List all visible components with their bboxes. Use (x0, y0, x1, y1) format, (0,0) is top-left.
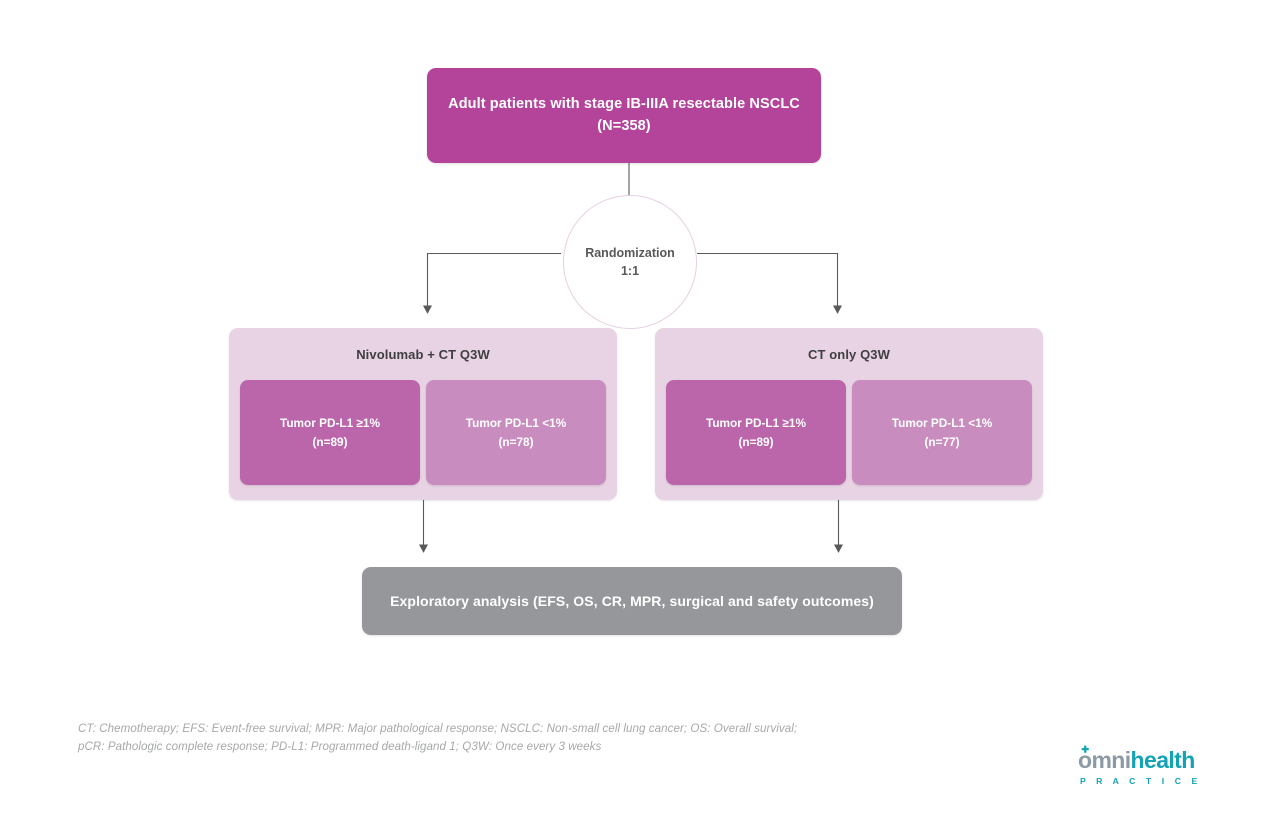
abbreviations-footnote: CT: Chemotherapy; EFS: Event-free surviv… (78, 720, 958, 756)
footnote-line-1: CT: Chemotherapy; EFS: Event-free surviv… (78, 722, 798, 735)
arm-title-label: Nivolumab + CT Q3W (356, 347, 490, 362)
subgroup-label: Tumor PD-L1 <1% (465, 416, 567, 431)
subgroup-count: (n=89) (738, 434, 774, 449)
treatment-arm-ct-only: CT only Q3W Tumor PD-L1 ≥1% (n=89) Tumor… (655, 328, 1043, 500)
arm-title-label: CT only Q3W (808, 347, 890, 362)
subgroup-box-pdl1-high: Tumor PD-L1 ≥1% (n=89) (240, 380, 420, 485)
randomization-node: Randomization 1:1 (563, 195, 697, 329)
subgroup-count: (n=89) (312, 434, 348, 449)
logo-wordmark: omnihealth (1078, 749, 1195, 772)
subgroup-label: Tumor PD-L1 <1% (891, 416, 993, 431)
randomization-ratio-label: 1:1 (620, 264, 640, 278)
enrollment-count-label: (N=358) (597, 117, 651, 134)
treatment-arm-nivolumab: Nivolumab + CT Q3W Tumor PD-L1 ≥1% (n=89… (229, 328, 617, 500)
footnote-line-2: pCR: Pathologic complete response; PD-L1… (78, 739, 602, 753)
omnihealth-practice-logo: omnihealth P R A C T I C E (1078, 745, 1223, 791)
outcome-analysis-label: Exploratory analysis (EFS, OS, CR, MPR, … (390, 593, 874, 609)
subgroup-label: Tumor PD-L1 ≥1% (280, 416, 380, 431)
enrollment-box: Adult patients with stage IB-IIIA resect… (427, 68, 821, 163)
subgroup-box-pdl1-high: Tumor PD-L1 ≥1% (n=89) (666, 380, 846, 485)
enrollment-population-label: Adult patients with stage IB-IIIA resect… (448, 95, 800, 112)
subgroup-box-pdl1-low: Tumor PD-L1 <1% (n=78) (426, 380, 606, 485)
subgroup-count: (n=78) (498, 434, 534, 449)
subgroup-box-pdl1-low: Tumor PD-L1 <1% (n=77) (852, 380, 1032, 485)
subgroup-count: (n=77) (924, 434, 960, 449)
logo-tagline: P R A C T I C E (1080, 776, 1202, 786)
logo-word-omni: omni (1078, 747, 1131, 773)
medical-cross-icon (1081, 745, 1089, 753)
logo-word-health: health (1130, 747, 1196, 773)
subgroup-label: Tumor PD-L1 ≥1% (706, 416, 806, 431)
outcome-analysis-box: Exploratory analysis (EFS, OS, CR, MPR, … (362, 567, 902, 635)
randomization-label: Randomization (585, 245, 675, 260)
